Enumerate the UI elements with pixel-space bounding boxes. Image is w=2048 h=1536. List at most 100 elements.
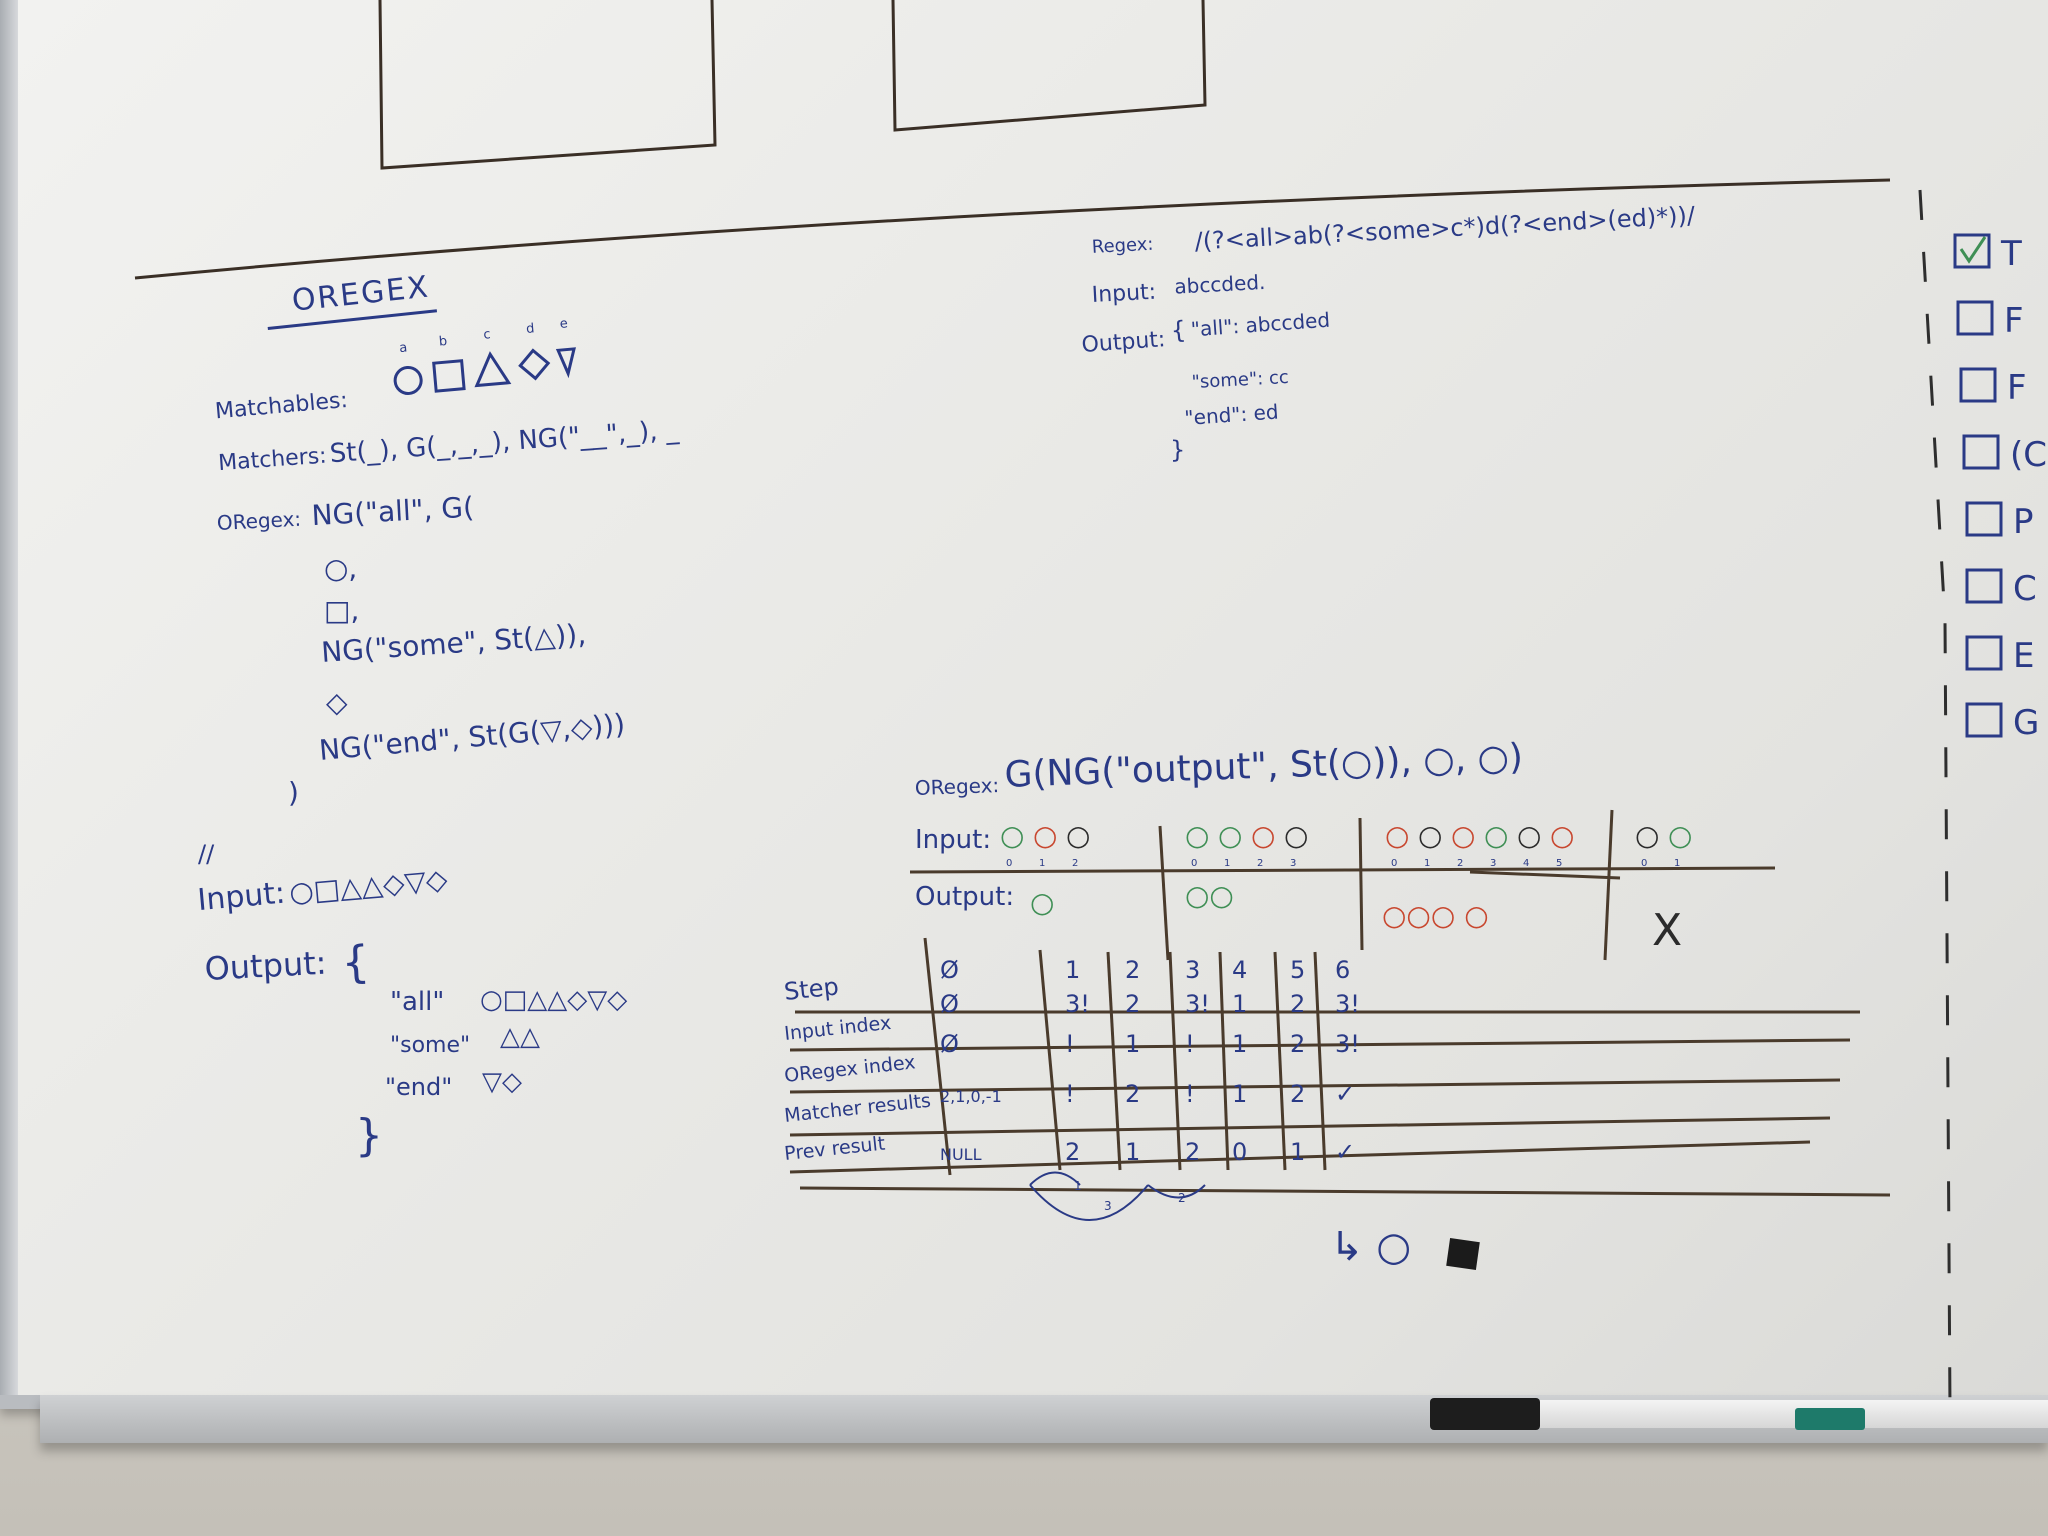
checkbox: [1956, 300, 1994, 336]
regex-output-all: "all": abccded: [1190, 308, 1331, 342]
input-glyph: ○: [1451, 819, 1475, 852]
table-cell: 2: [1125, 1080, 1140, 1108]
table-row-line: [789, 1078, 1841, 1094]
checkbox: [1962, 434, 2000, 470]
regex-input-value: abccded.: [1174, 270, 1266, 299]
oregex-line-5: NG("end", St(G(▽,◇))): [318, 707, 627, 767]
input-glyph: ○: [1484, 819, 1508, 852]
input-index: 4: [1523, 858, 1529, 869]
table-cell: Ø: [940, 956, 959, 984]
matchable-letter-e: e: [559, 316, 568, 332]
bottom-input-label: Input:: [915, 825, 991, 855]
input-index: 3: [1290, 858, 1296, 869]
oregex2-group: ORegex: G(NG("output", St(○)), ○, ○): [915, 737, 1524, 800]
input-glyph: ○: [1033, 819, 1057, 852]
table-cell: !: [1065, 1030, 1075, 1058]
input-glyph: ○: [1517, 819, 1541, 852]
output-groups: ○○○○○○ ○X: [1030, 879, 1682, 956]
regex-output-open: {: [1170, 316, 1187, 345]
arc-label-2: 2: [1178, 1191, 1186, 1205]
checkbox: [1959, 367, 1997, 403]
matchable-letter-d: d: [525, 321, 535, 337]
table-cell: 2: [1290, 990, 1305, 1018]
table-row-line: [789, 1140, 1811, 1174]
table-cell: ✓: [1335, 1080, 1355, 1108]
left-output-brace-close: }: [355, 1110, 383, 1161]
output-group: ○○○ ○: [1382, 899, 1489, 932]
table-row-label: Step: [783, 972, 840, 1006]
io-subdivider: [1469, 870, 1621, 880]
oregex2-value: G(NG("output", St(○)), ○, ○): [1004, 737, 1524, 796]
regex-input-group: Input: abccded.: [1091, 270, 1266, 308]
left-output-label: Output:: [204, 944, 328, 988]
input-index: 0: [1641, 858, 1647, 869]
table-cell: Ø: [940, 1030, 959, 1058]
whiteboard-frame: [0, 0, 18, 1395]
checkbox: [1965, 501, 2003, 537]
top-box-left: [378, 0, 717, 170]
output-value-all: ○□△△◇▽◇: [480, 985, 627, 1015]
oregex-open: NG("all", G(: [311, 491, 475, 532]
table-col-line: [1168, 951, 1182, 1171]
checklist-label: F: [2007, 368, 2027, 408]
matchable-square: [432, 359, 466, 393]
separator: //: [198, 840, 215, 868]
regex-value: /(?<all>ab(?<some>c*)d(?<end>(ed)*))/: [1194, 201, 1697, 255]
input-glyph: ○: [1385, 819, 1409, 852]
regex-input-label: Input:: [1091, 280, 1157, 308]
matchable-diamond: [518, 348, 551, 381]
left-input-value: ○□△△◇▽◇: [288, 862, 449, 909]
input-index: 2: [1457, 858, 1463, 869]
matchables-label: Matchables:: [214, 388, 349, 425]
regex-output-close: }: [1170, 436, 1185, 464]
input-index: 1: [1039, 858, 1045, 869]
input-glyph: ○: [1251, 819, 1275, 852]
matchable-circle: [393, 365, 423, 395]
table-row-line: [789, 1116, 1831, 1137]
table-row-label: Prev result: [783, 1133, 886, 1165]
regex-label: Regex:: [1091, 234, 1154, 258]
regex-output-some: "some": cc: [1191, 367, 1289, 393]
matchable-triangle: [474, 351, 512, 388]
checklist-label: (C: [2010, 435, 2047, 475]
regex-group: Regex: /(?<all>ab(?<some>c*)d(?<end>(ed)…: [1091, 201, 1697, 258]
green-marker-cap: [1795, 1408, 1865, 1430]
table-cell: 2: [1290, 1030, 1305, 1058]
table-cell: 3!: [1065, 990, 1090, 1018]
checkbox: [1953, 233, 1991, 269]
oregex-group: ORegex: NG("all", G(: [216, 491, 475, 535]
checklist-label: F: [2004, 301, 2024, 341]
table-cell: 1: [1232, 1030, 1247, 1058]
table-cell: !: [1185, 1030, 1195, 1058]
input-index: 0: [1391, 858, 1397, 869]
matchers-text: St(_), G(_,_,_), NG("__",_), _: [329, 415, 681, 469]
left-input-group: Input: ○□△△◇▽◇: [196, 862, 449, 918]
output-key-some: "some": [390, 1033, 470, 1058]
table-cell: !: [1065, 1080, 1075, 1108]
output-group: ○: [1030, 886, 1054, 919]
top-box-right: [891, 0, 1207, 132]
table-cell: ✓: [1335, 1138, 1355, 1166]
matchable-letter-c: c: [483, 327, 491, 343]
marker-cap: [1430, 1398, 1540, 1430]
input-glyph: ○: [1066, 819, 1090, 852]
table-col-line: [1218, 951, 1230, 1171]
input-index: 3: [1490, 858, 1496, 869]
output-key-end: "end": [385, 1073, 452, 1101]
checklist-label: E: [2013, 636, 2034, 676]
regex-output-group: Output: { "all": abccded: [1081, 308, 1331, 358]
checklist-label: P: [2013, 502, 2034, 542]
matchers-label: Matchers:: [217, 444, 327, 477]
output-group: X: [1652, 905, 1682, 956]
input-glyph: ○: [1218, 819, 1242, 852]
bottom-output-label: Output:: [915, 882, 1014, 912]
table-cell: 2: [1125, 956, 1140, 984]
table-cell: 4: [1232, 956, 1247, 984]
matchable-letter-a: a: [399, 340, 408, 356]
table-col-line: [1038, 949, 1062, 1171]
oregex-label: ORegex:: [216, 507, 301, 535]
arc-label-3: 3: [1104, 1199, 1112, 1213]
input-index: 5: [1556, 858, 1562, 869]
